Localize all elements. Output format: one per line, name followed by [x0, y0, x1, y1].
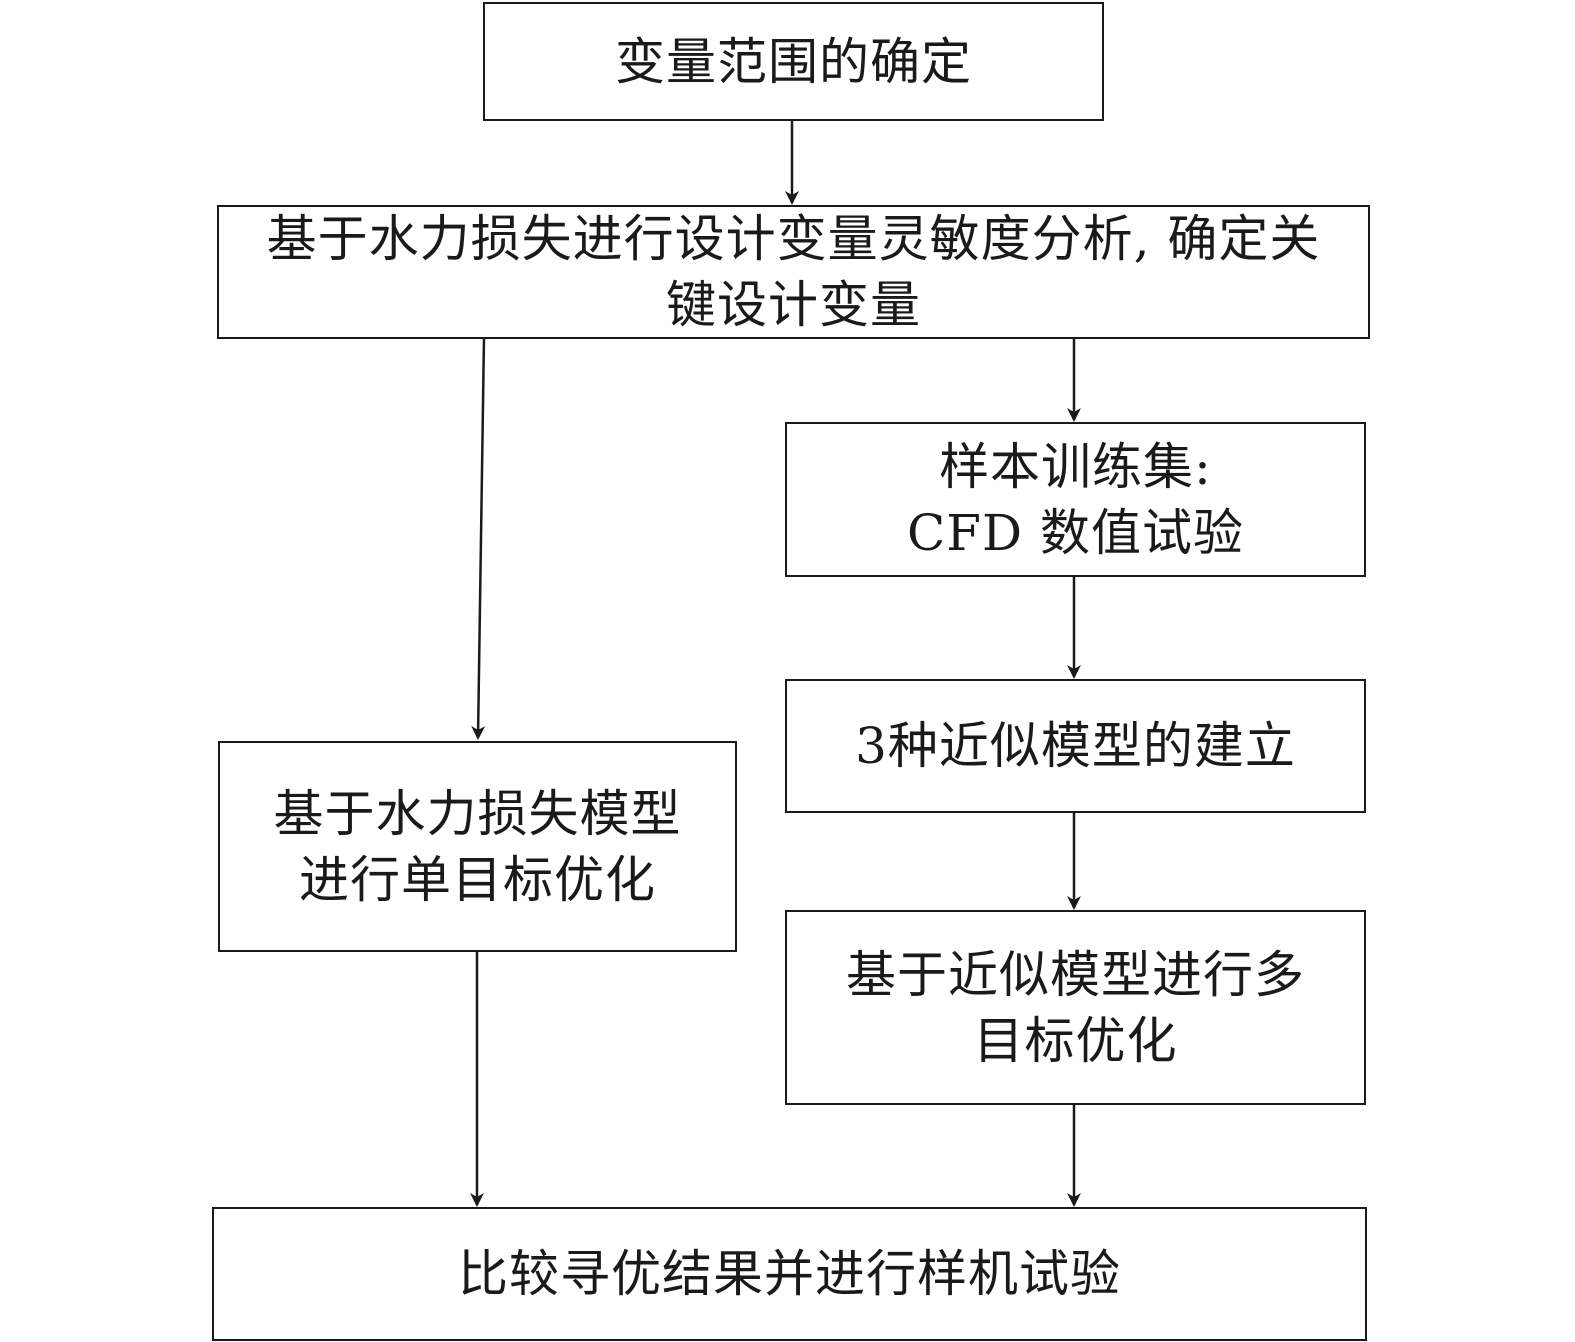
- node-single-objective-label: 基于水力损失模型进行单目标优化: [273, 784, 682, 909]
- node-compare-and-test-label: 比较寻优结果并进行样机试验: [458, 1245, 1121, 1303]
- node-sample-training-set-label: 样本训练集: CFD 数值试验: [907, 437, 1244, 562]
- node-sensitivity-analysis: 基于水力损失进行设计变量灵敏度分析, 确定关键设计变量: [217, 205, 1370, 339]
- node-sample-training-set: 样本训练集: CFD 数值试验: [785, 422, 1366, 577]
- node-approx-models-label: 3种近似模型的建立: [855, 717, 1296, 775]
- node-sensitivity-analysis-label: 基于水力损失进行设计变量灵敏度分析, 确定关键设计变量: [266, 210, 1321, 334]
- node-variable-range: 变量范围的确定: [483, 2, 1104, 121]
- node-variable-range-label: 变量范围的确定: [615, 32, 972, 91]
- node-single-objective: 基于水力损失模型进行单目标优化: [218, 741, 737, 952]
- node-approx-models: 3种近似模型的建立: [785, 679, 1366, 813]
- arrow-n2-to-n5: [471, 336, 486, 740]
- node-compare-and-test: 比较寻优结果并进行样机试验: [212, 1207, 1367, 1341]
- node-multi-objective-label: 基于近似模型进行多目标优化: [846, 945, 1305, 1070]
- node-multi-objective: 基于近似模型进行多目标优化: [785, 910, 1366, 1105]
